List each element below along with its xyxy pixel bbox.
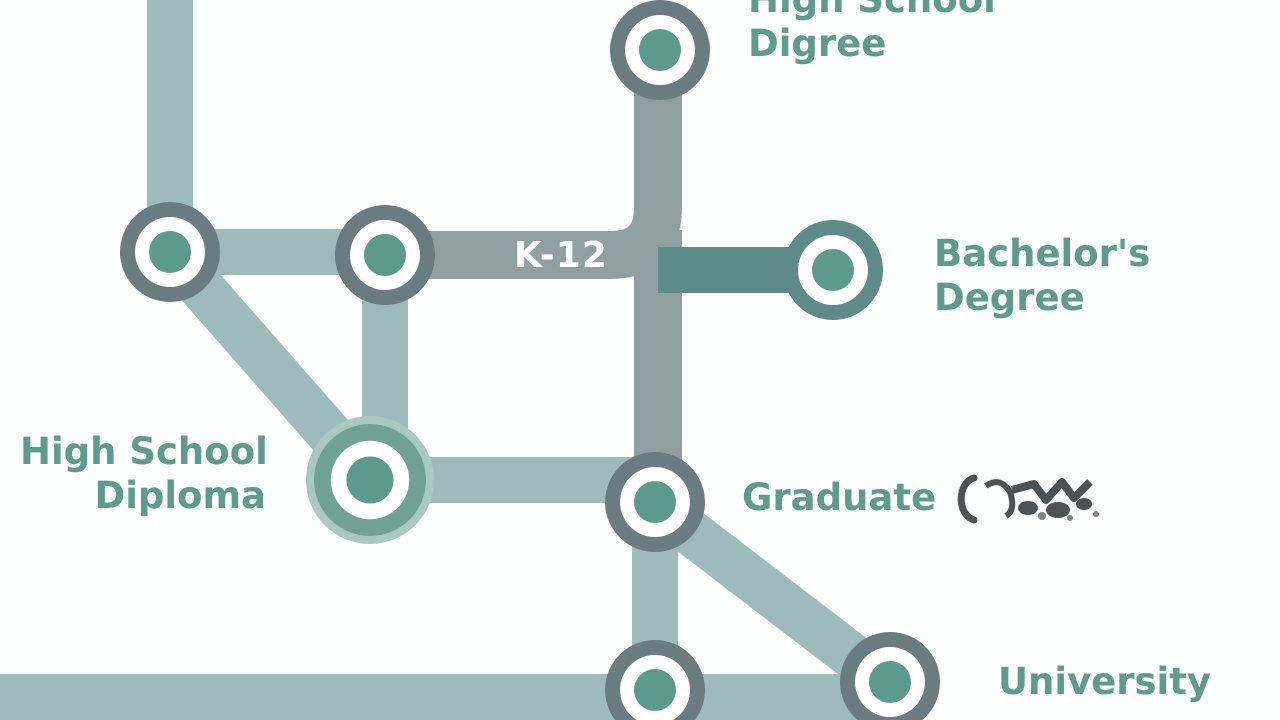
transit-lines [0, 0, 904, 720]
station-core [634, 669, 676, 711]
line-k12-horizontal [385, 50, 682, 279]
station-k12-junction [335, 205, 435, 305]
label-bachelors-line1: Bachelor's [934, 232, 1151, 275]
label-university: University [998, 660, 1211, 704]
label-diploma-line2: Diploma [94, 474, 266, 517]
station-core [364, 234, 406, 276]
label-high-school-degree-line1: High School [748, 0, 996, 22]
label-graduate: Graduate [742, 476, 936, 520]
line-badge-k12: K-12 [514, 235, 608, 276]
label-bachelors-line2: Degree [934, 276, 1085, 319]
station-core [869, 661, 911, 703]
label-graduate-text: Graduate [742, 476, 937, 519]
station-core [812, 249, 854, 291]
station-markers [120, 0, 940, 720]
station-bachelors [783, 220, 883, 320]
smudged-mark-icon [957, 474, 1099, 524]
station-high-school-degree [610, 0, 710, 100]
label-bachelors-degree: Bachelor's Degree [934, 232, 1150, 320]
station-core [346, 456, 394, 504]
station-high-school-diploma [306, 416, 434, 544]
station-university [840, 632, 940, 720]
station-bottom [605, 640, 705, 720]
label-high-school-degree: High School Digree [748, 0, 996, 66]
label-high-school-diploma: High School Diploma [20, 430, 268, 518]
label-university-text: University [998, 660, 1212, 703]
station-graduate [605, 452, 705, 552]
label-high-school-degree-line2: Digree [748, 22, 887, 65]
station-left-junction [120, 202, 220, 302]
station-core [634, 481, 676, 523]
station-core [639, 29, 681, 71]
station-core [149, 231, 191, 273]
label-diploma-line1: High School [20, 430, 268, 473]
